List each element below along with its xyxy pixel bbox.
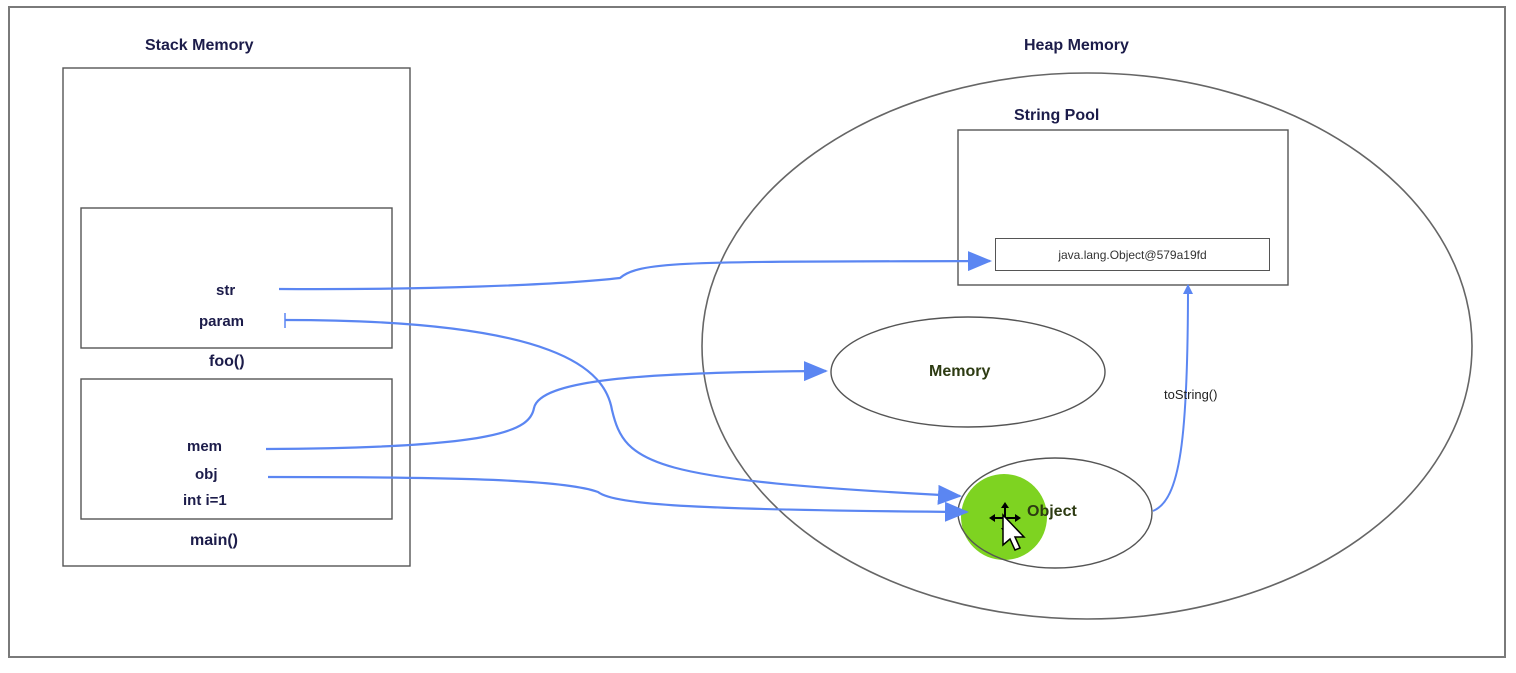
method-main: main() [190,532,238,549]
memory-ellipse [830,316,1106,428]
tostring-call-label: toString() [1164,387,1218,402]
main-frame [80,378,393,520]
var-param: param [199,313,245,330]
heap-memory-title: Heap Memory [1024,37,1129,54]
arrow-obj-to-object [267,475,969,522]
var-int-i: int i=1 [183,492,227,509]
object-label: Object [1027,503,1077,520]
stack-memory-title: Stack Memory [145,37,254,54]
var-mem: mem [187,438,223,455]
arrow-mem-to-memory [265,361,828,451]
arrow-param-to-object [284,318,962,505]
diagram-frame [8,6,1506,658]
stack-container [62,67,411,567]
string-pool-title: String Pool [1014,107,1100,124]
foo-frame [80,207,393,349]
var-str: str [216,282,236,299]
move-cursor-icon [989,502,1026,551]
heap-ellipse [701,72,1473,620]
memory-object-label: Memory [929,363,991,380]
arrow-str-to-pool [278,251,992,291]
arrow-tostring-to-pool [1152,284,1193,512]
var-obj: obj [195,466,218,483]
method-foo: foo() [209,353,245,370]
string-pool-value: java.lang.Object@579a19fd [995,238,1270,271]
